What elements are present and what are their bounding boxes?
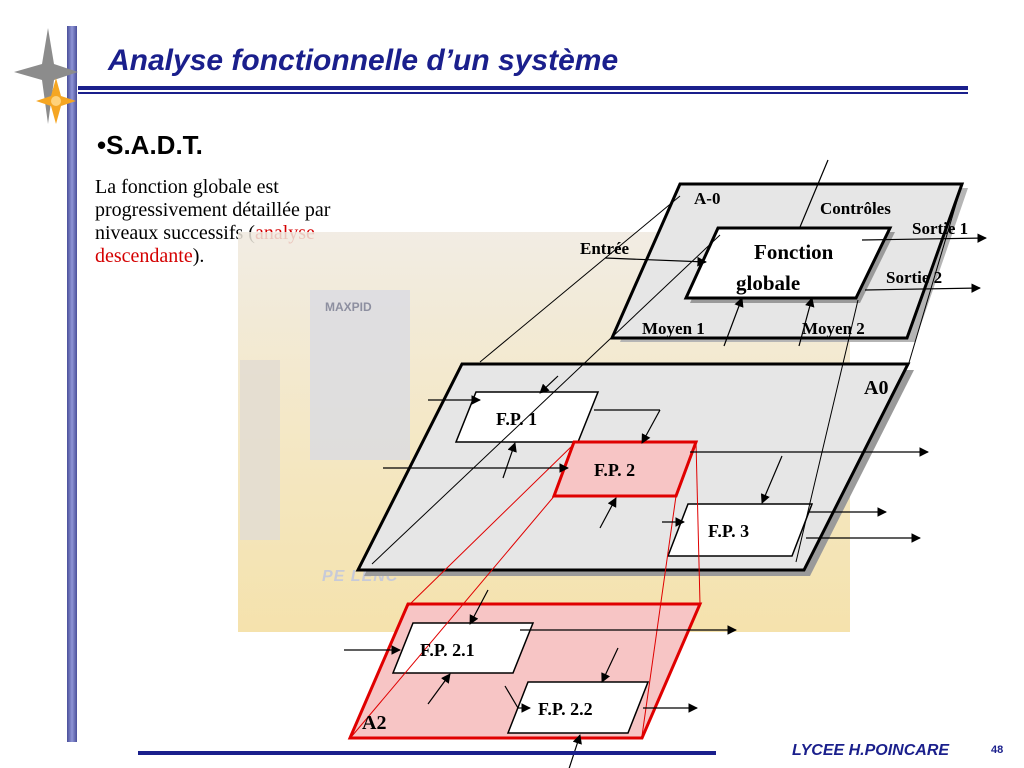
box-globale: globale xyxy=(736,271,800,295)
title-underline xyxy=(78,86,968,95)
box-fp3: F.P. 3 xyxy=(708,521,749,541)
zoom-lines xyxy=(351,441,701,737)
box-fp2-1: F.P. 2.1 xyxy=(420,640,475,660)
sidebar-bar xyxy=(67,26,77,742)
star-logo-icon xyxy=(14,28,78,124)
footer-school: LYCEE H.POINCARE xyxy=(792,742,950,759)
label-a0: A0 xyxy=(864,377,888,399)
plane-a0 xyxy=(355,362,914,576)
arrows xyxy=(344,159,987,768)
photo-panel-left xyxy=(240,360,280,540)
projection-lines xyxy=(371,183,963,565)
footer-rule xyxy=(138,751,716,755)
bullet-heading: •S.A.D.T. xyxy=(97,130,203,160)
intro-text-start: La fonction globale est progressivement … xyxy=(95,176,331,244)
page-number: 48 xyxy=(991,744,1004,756)
label-a2: A2 xyxy=(362,712,386,734)
intro-text: La fonction globale est progressivement … xyxy=(95,176,375,268)
box-fp1: F.P. 1 xyxy=(496,409,537,429)
label-entree: Entrée xyxy=(580,239,630,258)
intro-text-end: ). xyxy=(192,245,205,267)
slide-title: Analyse fonctionnelle d’un système xyxy=(108,44,619,77)
plane-a2 xyxy=(347,602,703,740)
plane-a-minus-0 xyxy=(609,182,968,342)
label-controles: Contrôles xyxy=(820,199,891,218)
label-moyen-2: Moyen 2 xyxy=(802,319,865,338)
label-sortie-2: Sortie 2 xyxy=(886,268,942,287)
label-a-minus-0: A-0 xyxy=(694,189,720,208)
label-moyen-1: Moyen 1 xyxy=(642,319,705,338)
photo-logo-text: MAXPID xyxy=(325,300,372,314)
box-fp2: F.P. 2 xyxy=(594,460,635,480)
label-sortie-1: Sortie 1 xyxy=(912,219,968,238)
box-fp2-2: F.P. 2.2 xyxy=(538,699,593,719)
box-fonction: Fonction xyxy=(754,240,834,264)
photo-panel xyxy=(310,290,410,460)
